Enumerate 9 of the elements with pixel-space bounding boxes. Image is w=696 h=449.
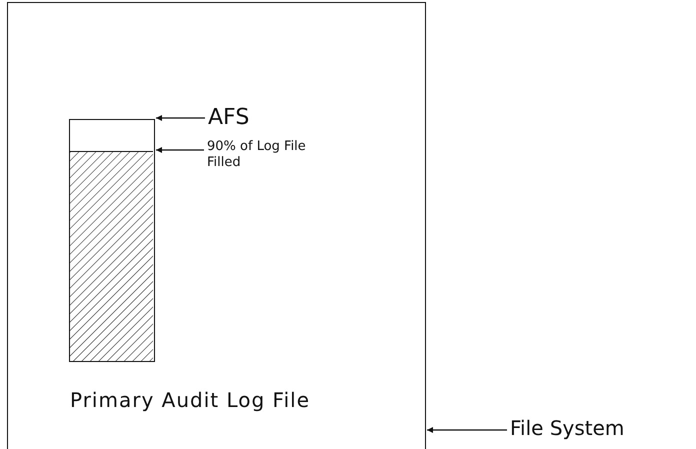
leader-arrow bbox=[427, 427, 507, 433]
hatched-fill bbox=[70, 150, 153, 362]
file-system-label: File System bbox=[510, 416, 670, 440]
afs-label: AFS bbox=[208, 105, 268, 132]
bar-caption: Primary Audit Log File bbox=[70, 388, 310, 412]
leader-arrow bbox=[156, 147, 204, 153]
fill-level-label: 90% of Log File Filled bbox=[207, 139, 327, 170]
file-system-box bbox=[7, 2, 426, 449]
leader-arrow bbox=[156, 115, 205, 121]
